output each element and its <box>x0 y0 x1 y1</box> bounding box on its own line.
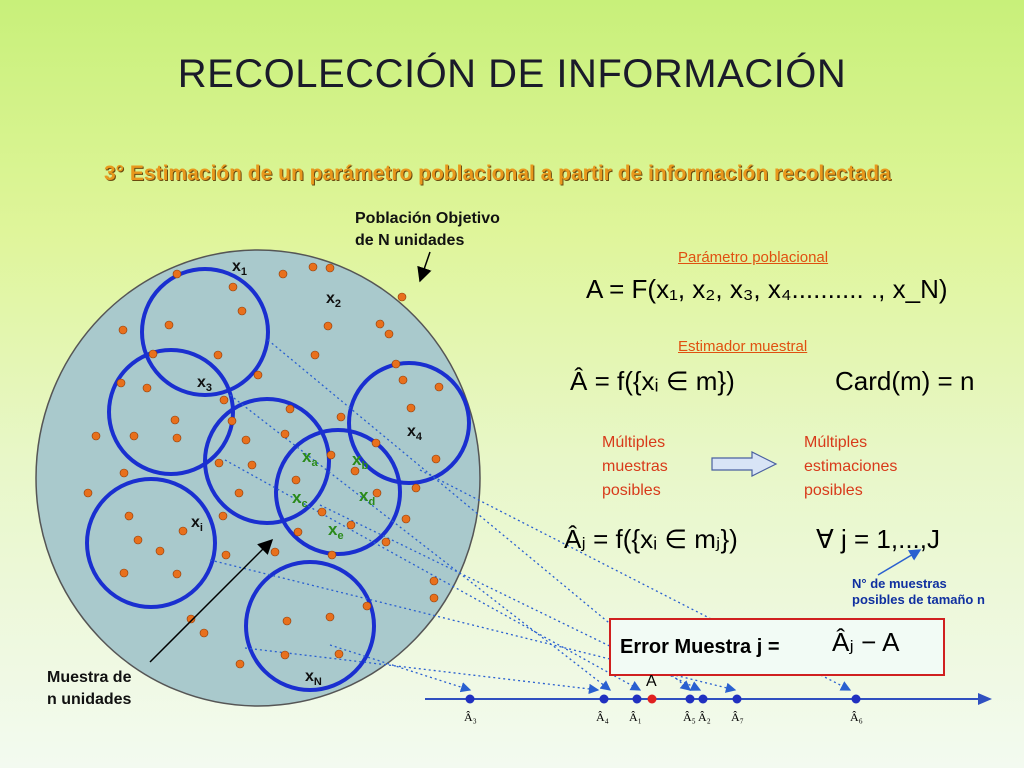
error-box <box>609 618 945 676</box>
n-samples-note: N° de muestras posibles de tamaño n <box>852 576 985 607</box>
slide-subtitle: 3° Estimación de un parámetro poblaciona… <box>104 162 891 185</box>
estimate-label-5: Â₅ <box>683 710 696 724</box>
population-label: Población Objetivo de N unidades <box>355 210 500 249</box>
label-x1: x1 <box>232 258 247 278</box>
estimate-points <box>465 694 861 704</box>
estimator-j-formula: Âⱼ = f({xᵢ ∈ mⱼ}) <box>564 524 738 554</box>
label-x2: x2 <box>326 290 341 310</box>
population-pointer <box>417 251 432 283</box>
sample-label: Muestra de n unidades <box>47 669 132 708</box>
label-xa: xa <box>302 447 318 469</box>
population-units <box>83 262 444 669</box>
label-x4: x4 <box>407 423 423 443</box>
error-label: Error Muestra j = <box>620 636 780 658</box>
label-xi: xi <box>191 514 203 534</box>
error-formula: Âⱼ − A <box>832 627 900 657</box>
estimate-label-2: Â₂ <box>698 710 711 724</box>
sample-circle-abcde <box>274 428 402 556</box>
sample-circle-4 <box>347 361 471 485</box>
j-pointer <box>877 549 922 576</box>
estimator-formula: Â = f({xᵢ ∈ m}) <box>570 366 735 396</box>
estimate-label-3: Â₃ <box>464 710 477 724</box>
samples-to-estimates-arrow <box>711 451 778 477</box>
forall-formula: ∀ j = 1,...,J <box>816 524 940 554</box>
sample-circle-center <box>203 397 331 525</box>
true-value-point <box>647 694 657 704</box>
slide-title: RECOLECCIÓN DE INFORMACIÓN <box>177 52 847 96</box>
param-formula: A = F(x₁, x₂, x₃, x₄.......... ., x_N) <box>586 274 948 304</box>
population-circle <box>35 249 481 707</box>
card-formula: Card(m) = n <box>835 366 975 396</box>
estimate-label-6: Â₆ <box>850 710 863 724</box>
label-xd: xd <box>359 486 375 508</box>
label-x3: x3 <box>197 374 212 394</box>
estimate-label-1: Â₁ <box>629 710 642 724</box>
multiple-samples: Múltiples muestras posibles <box>602 434 668 499</box>
label-xe: xe <box>328 520 344 542</box>
sample-circle-1 <box>140 267 270 397</box>
estimate-label-4: Â₄ <box>596 710 609 724</box>
label-xb: xb <box>352 450 368 472</box>
sample-circle-N <box>244 560 376 692</box>
true-value-label: A <box>646 673 657 690</box>
sample-pointer <box>149 538 274 663</box>
sample-circle-i <box>85 477 217 609</box>
sample-circle-3 <box>107 348 235 476</box>
param-label: Parámetro poblacional <box>678 249 829 266</box>
estimate-label-7: Â₇ <box>731 710 744 724</box>
multiple-estimates: Múltiples estimaciones posibles <box>804 434 898 499</box>
label-xN: xN <box>305 668 322 688</box>
label-xc: xc <box>292 488 308 510</box>
estimator-label: Estimador muestral <box>678 338 808 355</box>
